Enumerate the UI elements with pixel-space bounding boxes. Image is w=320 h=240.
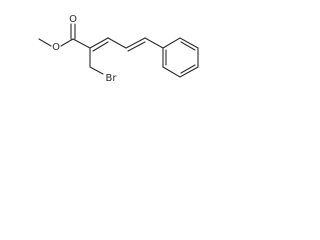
bond-c3-c4 (107, 37, 127, 49)
bond-methyl-o (38, 38, 52, 47)
bond-c4-c5-inner (127, 41, 146, 52)
bond-c4-c5 (125, 37, 146, 49)
atom-label-bromine: Br (106, 73, 118, 84)
bond-c5-phenyl (144, 37, 164, 49)
bond-c2-c3 (89, 37, 109, 49)
bond-c2-c3-inner (92, 41, 109, 52)
bond-carbonyl-c2 (72, 38, 91, 49)
phenyl-double-2 (180, 64, 196, 74)
atom-label-carbonyl-oxygen: O (69, 14, 77, 25)
phenyl-ring (162, 37, 199, 78)
phenyl-double-1 (180, 41, 196, 51)
molecule-structure: O O Br (38, 14, 199, 84)
bond-ch2-br (89, 66, 104, 75)
bond-o-carbonyl-carbon (60, 38, 74, 47)
structure-canvas: O O Br (0, 0, 240, 110)
atom-label-ether-oxygen: O (52, 42, 60, 53)
